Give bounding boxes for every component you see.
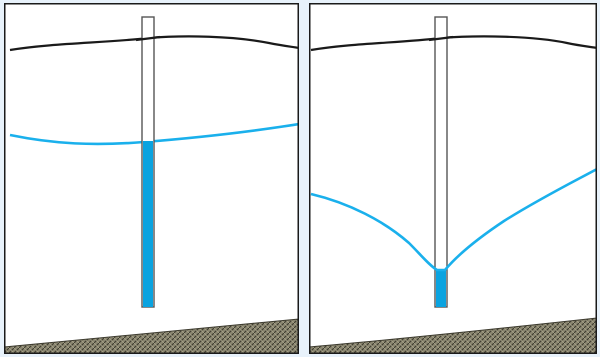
- panel-static-water-level: [4, 3, 299, 354]
- cone-of-depression-line: [311, 169, 597, 270]
- panel-pumping-drawdown: [309, 3, 597, 354]
- ground-surface-overlap: [429, 37, 453, 40]
- well-water-column: [143, 141, 153, 307]
- panel-border: [310, 4, 597, 354]
- ground-surface-line: [311, 36, 597, 50]
- bedrock-layer: [4, 319, 299, 354]
- ground-surface-overlap: [136, 37, 160, 40]
- well-water-column: [436, 270, 446, 307]
- bedrock-layer: [309, 318, 597, 354]
- well-casing-icon: [435, 17, 447, 307]
